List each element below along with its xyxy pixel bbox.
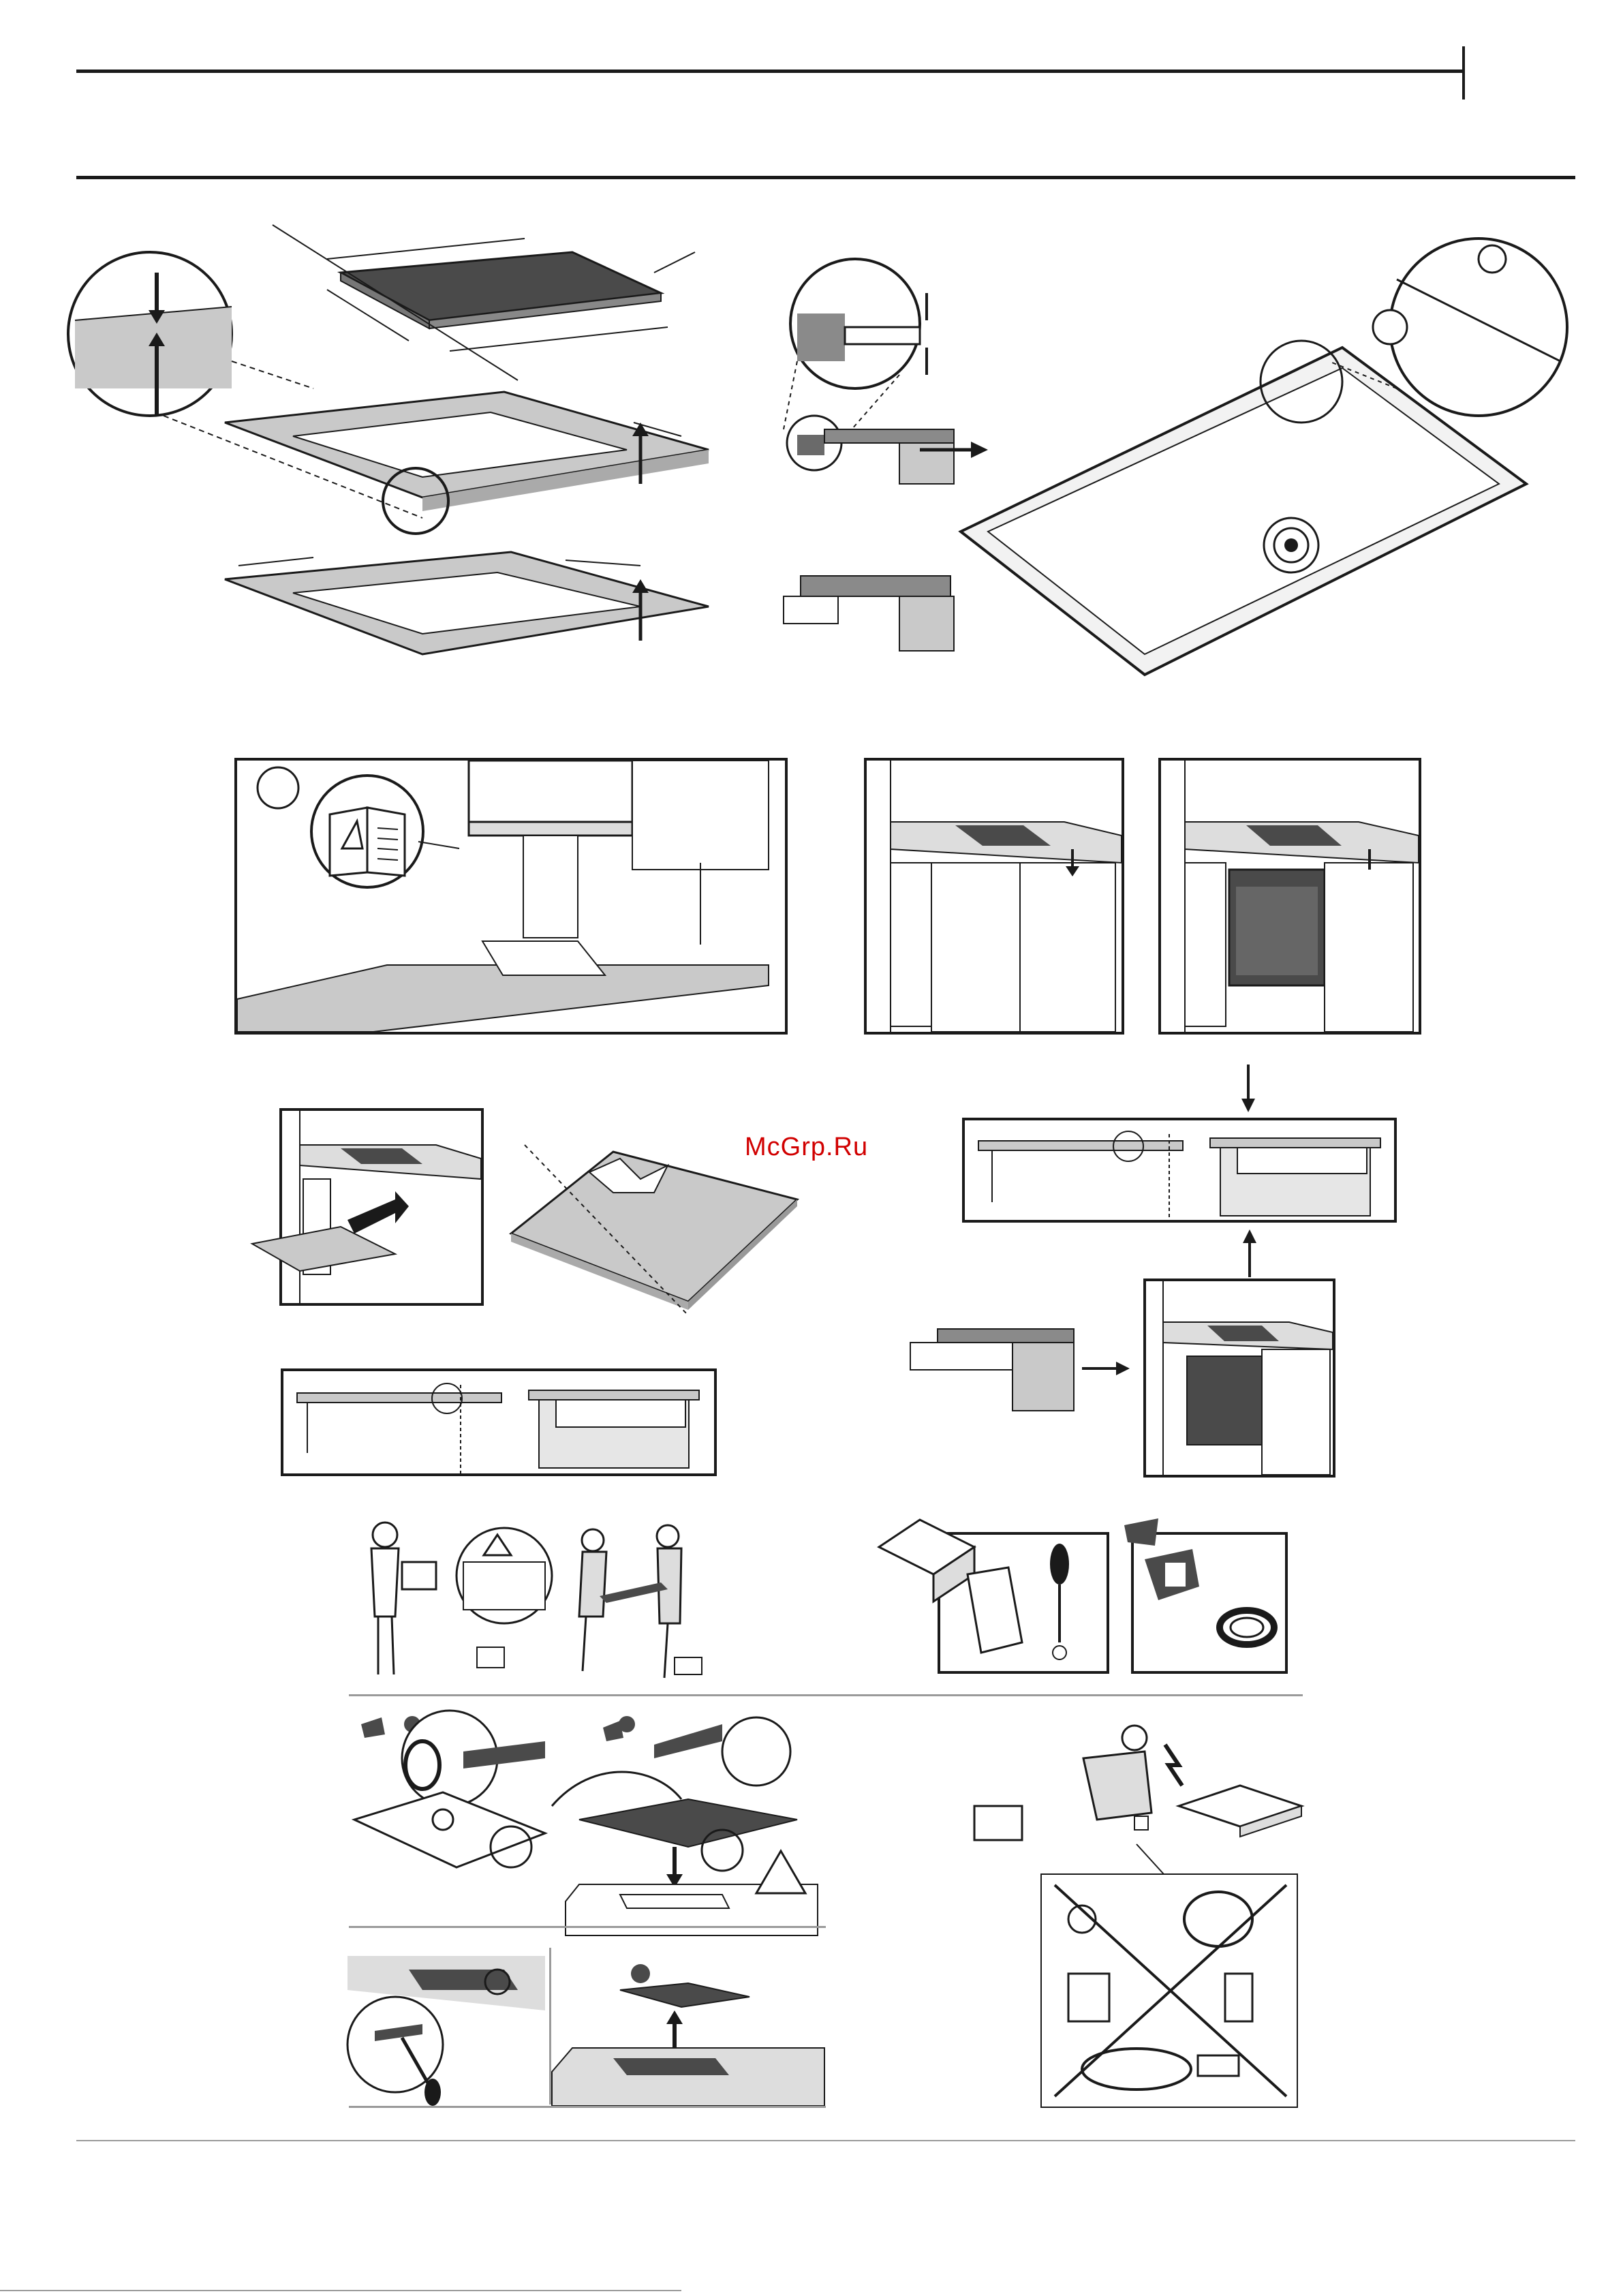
row5-bottom-rule (349, 1926, 826, 1928)
hob-underside-clips-illustration (784, 225, 1588, 716)
electrician-illustration (974, 1717, 1308, 1895)
up-arrow-icon (1241, 1229, 1258, 1277)
drawer-installation-illustration (238, 1111, 481, 1303)
sealing-tape-illustration (1117, 1512, 1288, 1675)
screwdriver-removal-illustration (347, 1949, 545, 2106)
header-rule-second (76, 176, 1575, 179)
hob-insertion-illustration (552, 1704, 824, 1935)
separator-rule (349, 1694, 1303, 1696)
section-detail-illustration-left (283, 1371, 714, 1473)
oven-cabinet-illustration-lower (1146, 1281, 1333, 1475)
warning-triangle-icon (754, 1848, 808, 1896)
header-rule-top (76, 70, 1465, 73)
seal-application-illustration (347, 1704, 552, 1881)
header-rule-tick (1462, 46, 1465, 100)
row6-divider (549, 1948, 551, 2104)
two-person-lift-illustration (559, 1521, 709, 1685)
footer-crop-line (0, 2290, 681, 2291)
row6-bottom-rule (349, 2106, 826, 2108)
no-extension-cables-illustration (1041, 1871, 1300, 2110)
toolbox-gloves-screwdriver-illustration (879, 1506, 1104, 1670)
safety-reading-person-illustration (354, 1521, 559, 1685)
footer-rule (76, 2140, 1575, 2141)
worktop-profile-illustration (910, 1329, 1074, 1418)
instruction-manual-icon (303, 774, 446, 896)
section-detail-illustration (965, 1120, 1394, 1220)
right-arrow-icon (1082, 1360, 1130, 1377)
hob-lift-out-illustration (552, 1949, 824, 2106)
down-arrow-icon (1240, 1065, 1256, 1112)
cabinet-installation-illustration (867, 761, 1122, 1032)
oven-cabinet-illustration (1161, 761, 1419, 1032)
watermark-text: McGrp.Ru (745, 1133, 868, 1162)
hob-dimensions-illustration (68, 225, 722, 702)
